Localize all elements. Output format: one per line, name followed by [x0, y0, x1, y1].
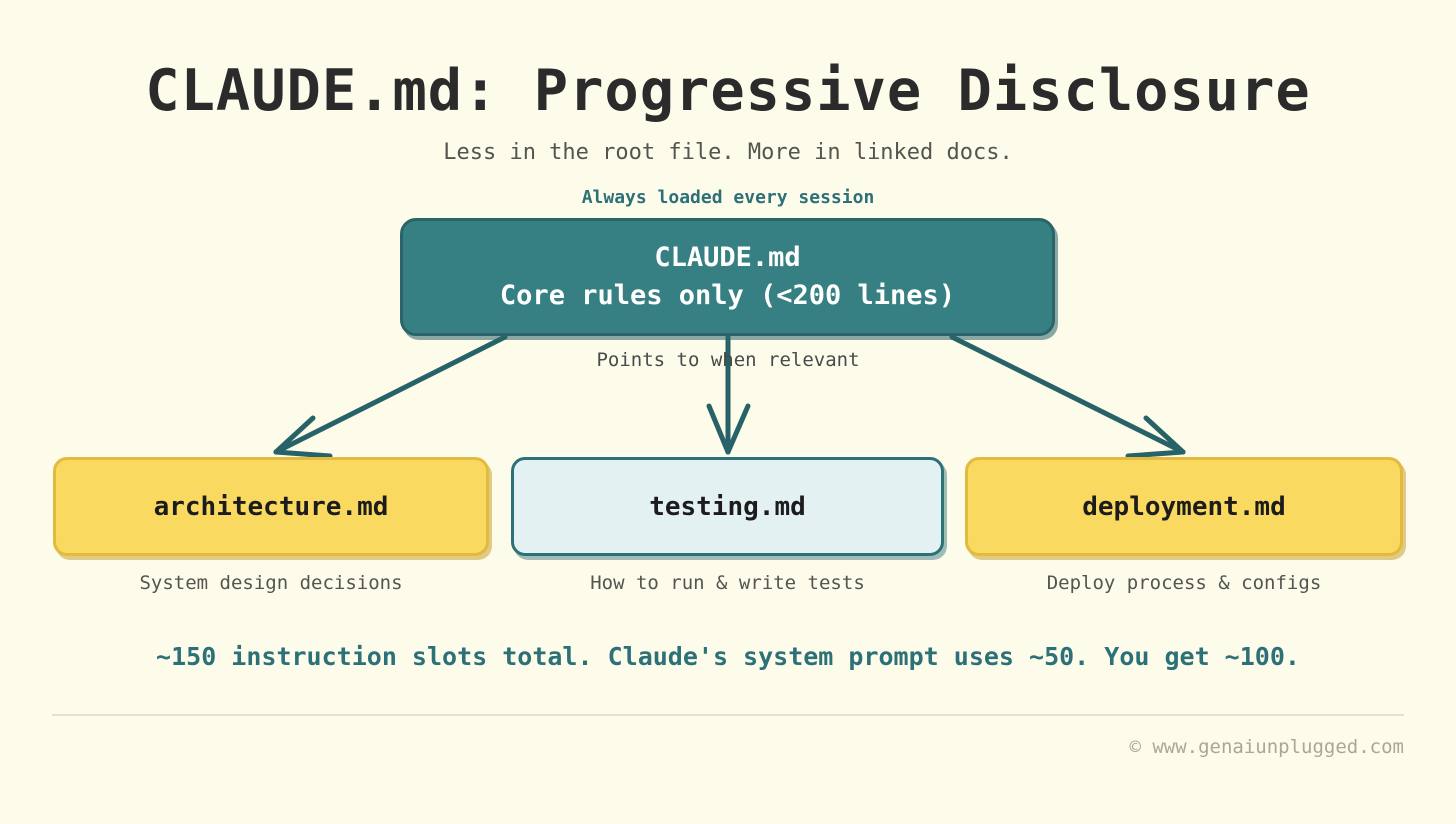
- edge-arrowhead-deployment-b: [1143, 415, 1186, 455]
- edge-arrowhead-testing-a: [706, 403, 731, 455]
- node-claude-md[interactable]: CLAUDE.md Core rules only (<200 lines): [400, 218, 1055, 336]
- page-title: CLAUDE.md: Progressive Disclosure: [145, 58, 1311, 124]
- footnote-instruction-slots: ~150 instruction slots total. Claude's s…: [156, 642, 1300, 671]
- edge-label-points-to: Points to when relevant: [596, 349, 860, 371]
- edge-arrowhead-deployment-a: [1125, 449, 1186, 459]
- node-architecture-md[interactable]: architecture.md: [53, 457, 489, 556]
- root-node-annotation: Always loaded every session: [581, 187, 875, 208]
- page-subtitle: Less in the root file. More in linked do…: [443, 140, 1013, 165]
- node-deployment-md-label: deployment.md: [1082, 491, 1286, 522]
- edge-arrowhead-architecture-b: [273, 415, 316, 455]
- caption-architecture-md: System design decisions: [139, 572, 403, 594]
- node-testing-md[interactable]: testing.md: [511, 457, 944, 556]
- edge-arrowhead-architecture-a: [273, 449, 333, 459]
- caption-deployment-md: Deploy process & configs: [1046, 572, 1322, 594]
- edge-arrowhead-testing-b: [725, 403, 751, 455]
- footer-divider: [52, 714, 1404, 716]
- node-deployment-md[interactable]: deployment.md: [965, 457, 1403, 556]
- node-architecture-md-label: architecture.md: [153, 491, 389, 522]
- footer-copyright: © www.genaiunplugged.com: [1129, 736, 1404, 758]
- node-claude-md-line1: CLAUDE.md: [654, 241, 801, 273]
- node-claude-md-line2: Core rules only (<200 lines): [499, 280, 956, 311]
- node-testing-md-label: testing.md: [649, 491, 806, 522]
- caption-testing-md: How to run & write tests: [590, 572, 865, 594]
